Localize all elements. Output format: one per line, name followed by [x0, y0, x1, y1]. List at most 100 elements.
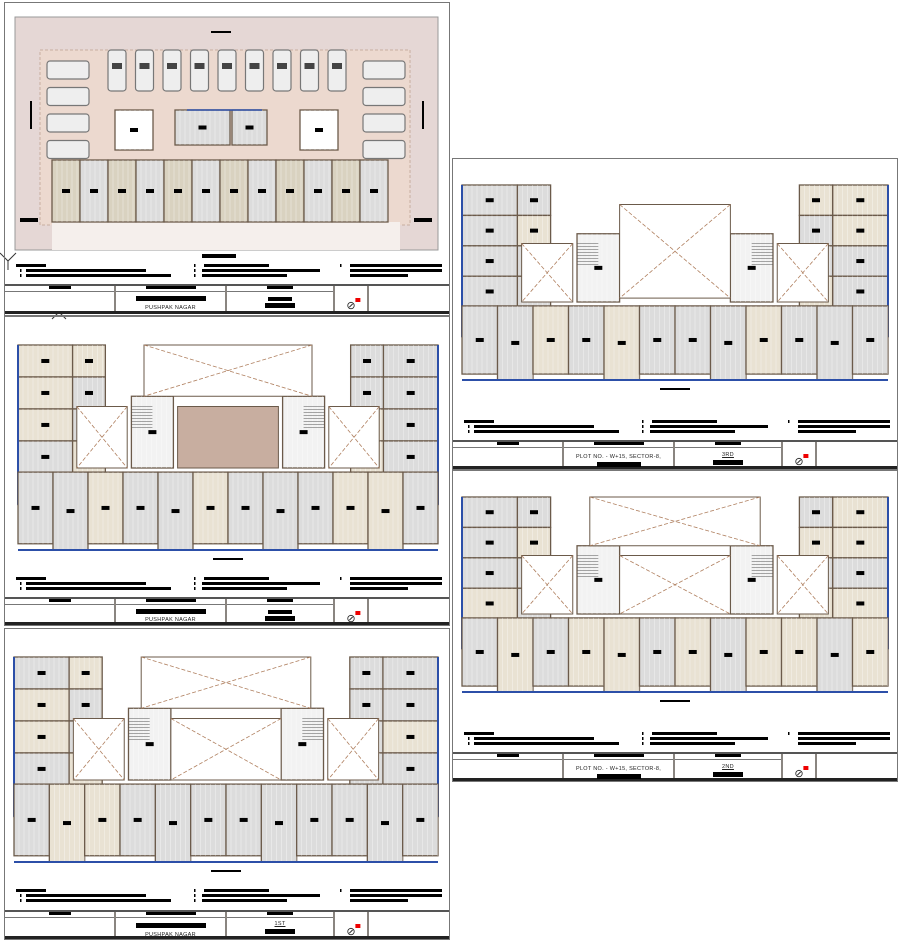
note-text-line — [474, 425, 594, 428]
room-label — [617, 652, 626, 657]
note-text-line — [26, 899, 171, 902]
note-text-line — [464, 732, 494, 735]
note-text-line — [798, 742, 856, 745]
note-bullet — [20, 582, 22, 585]
room-label — [258, 189, 266, 193]
room-label — [485, 228, 494, 233]
title-block-north: ⊘ — [335, 286, 369, 312]
note-text-line — [798, 737, 890, 740]
plan-title — [660, 700, 690, 702]
room-label — [41, 422, 50, 427]
room-label — [747, 577, 756, 582]
section-marker-icon — [20, 218, 38, 222]
north-arrow-icon: ⊘ — [794, 454, 809, 468]
note-bullet — [788, 732, 790, 735]
project-location: PUSHPAK NAGAR — [145, 932, 196, 938]
room-label — [204, 817, 213, 822]
note-bullet — [642, 425, 644, 428]
room-label — [363, 390, 372, 395]
note-bullet — [20, 899, 22, 902]
room-label — [286, 189, 294, 193]
room-label — [406, 766, 415, 771]
car-parking-slot — [299, 49, 320, 92]
north-arrow-icon: ⊘ — [794, 766, 809, 780]
car-parking-slot — [362, 60, 406, 80]
room-label — [759, 337, 768, 342]
car-windshield — [222, 63, 232, 69]
sheet-second-floor-plan — [452, 470, 898, 782]
project-location: PUSHPAK NAGAR — [145, 305, 196, 311]
note-bullet — [20, 269, 22, 272]
room-label — [866, 337, 875, 342]
car-parking-slot — [162, 49, 182, 92]
room-label — [174, 189, 182, 193]
room-label — [62, 189, 70, 193]
notes-first — [16, 889, 442, 902]
note-bullet — [194, 269, 196, 272]
note-text-line — [350, 889, 442, 892]
note-text-line — [474, 742, 619, 745]
room-label — [84, 390, 93, 395]
north-arrow-icon: ⊘ — [346, 298, 361, 312]
room-label — [529, 510, 538, 515]
room-label — [148, 430, 157, 435]
car-parking-slot — [244, 49, 265, 92]
title-block: PUSHPAK NAGAR ⊘ — [5, 597, 449, 625]
room-label — [812, 510, 821, 515]
note-text-line — [202, 894, 320, 897]
room-label — [90, 189, 98, 193]
room-label — [856, 601, 865, 606]
room-label — [27, 817, 36, 822]
note-text-line — [650, 742, 735, 745]
room-label — [416, 817, 425, 822]
room-label — [202, 189, 210, 193]
room — [87, 471, 124, 545]
title-block: PUSHPAK NAGAR 1ST ⊘ — [5, 910, 449, 939]
room-label — [406, 454, 415, 459]
plan-title — [211, 31, 231, 33]
note-text-line — [202, 899, 287, 902]
room-label — [856, 540, 865, 545]
room-label — [830, 340, 839, 345]
dimension-mark — [30, 101, 32, 129]
room-label — [41, 390, 50, 395]
note-text-line — [652, 420, 717, 423]
room-label — [529, 540, 538, 545]
room — [674, 617, 712, 687]
room-label — [759, 649, 768, 654]
room — [798, 496, 834, 529]
car-parking-slot — [362, 86, 406, 107]
room-label — [856, 571, 865, 576]
note-bullet — [340, 889, 342, 892]
room-label — [41, 454, 50, 459]
floor-label: 3RD — [722, 452, 734, 458]
room-label — [529, 228, 538, 233]
note-bullet — [642, 420, 644, 423]
note-text-line — [350, 274, 408, 277]
room-label — [812, 540, 821, 545]
room-label — [485, 601, 494, 606]
void-cross-line — [589, 496, 761, 547]
dimension-mark — [422, 101, 424, 129]
plan-title — [213, 558, 243, 560]
room-label — [345, 817, 354, 822]
room-label — [653, 337, 662, 342]
sheet-third-floor-plan — [452, 158, 898, 470]
note-text-line — [202, 582, 320, 585]
room-label — [206, 505, 215, 510]
note-bullet — [194, 894, 196, 897]
notes-stilt — [16, 264, 442, 277]
note-text-line — [474, 430, 619, 433]
car-windshield — [277, 63, 287, 69]
plan-title — [211, 870, 241, 872]
room-label — [406, 670, 415, 675]
car-parking-slot — [217, 49, 237, 92]
room-label — [381, 821, 389, 826]
room — [247, 159, 277, 223]
car-parking-slot — [46, 113, 90, 133]
void-cross-line — [328, 406, 380, 469]
note-text-line — [798, 420, 890, 423]
room-label — [856, 259, 865, 264]
room-label — [245, 125, 254, 130]
